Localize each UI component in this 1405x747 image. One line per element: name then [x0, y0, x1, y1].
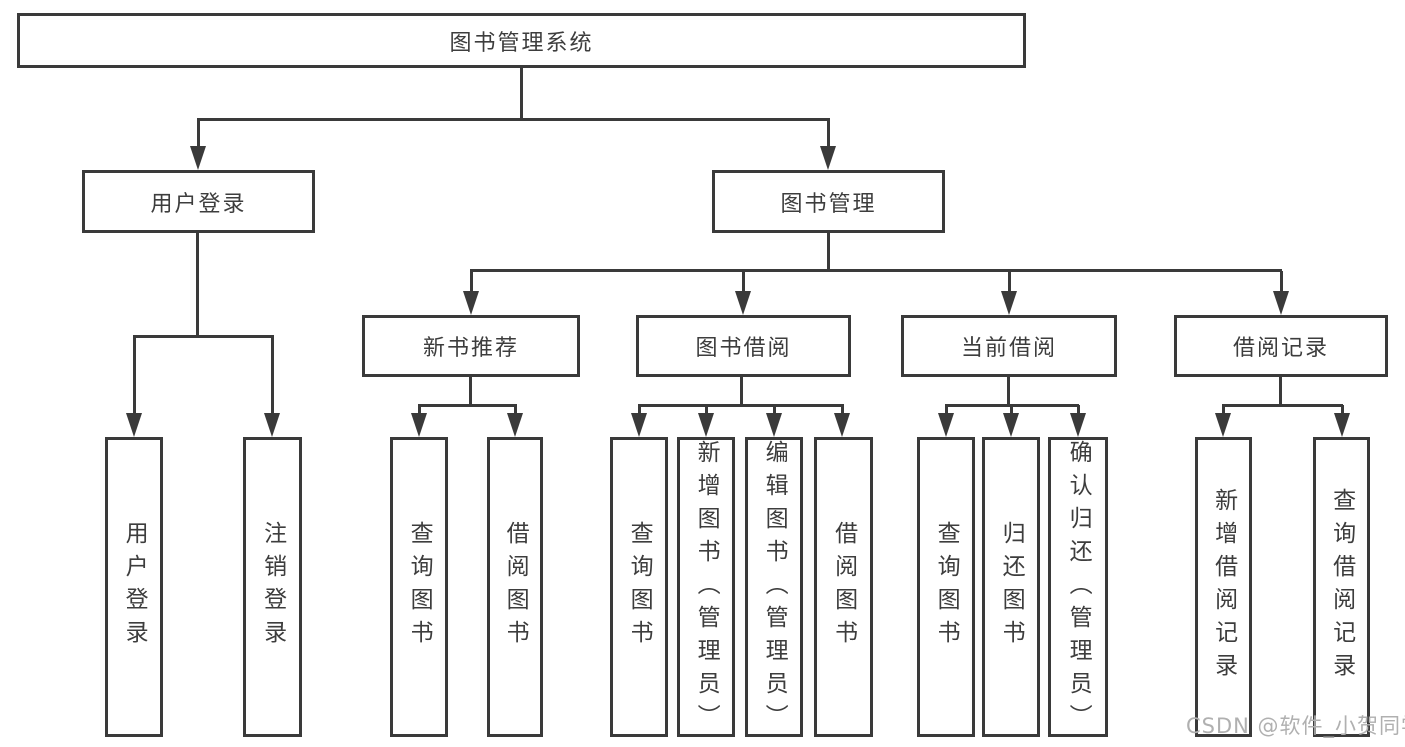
arrow-down-icon: [1334, 405, 1350, 437]
leaf-records-add-record: 新增借阅记录: [1195, 437, 1252, 737]
arrow-down-icon: [411, 405, 427, 437]
connector-hline: [418, 404, 517, 407]
connector-vline: [740, 377, 743, 406]
arrow-down-icon: [190, 120, 206, 170]
arrow-down-icon: [938, 405, 954, 437]
leaf-current-confirm-return-admin: 确认归还（管理员）: [1048, 437, 1108, 737]
node-user-login: 用户登录: [82, 170, 315, 233]
leaf-borrow-borrow-books: 借阅图书: [814, 437, 873, 737]
arrow-down-icon: [507, 405, 523, 437]
arrow-down-icon: [463, 271, 479, 315]
connector-hline: [1222, 404, 1343, 407]
connector-vline: [196, 233, 199, 337]
leaf-borrow-query-books: 查询图书: [610, 437, 668, 737]
connector-hline: [197, 118, 830, 121]
leaf-logout: 注销登录: [243, 437, 302, 737]
node-book-borrowing: 图书借阅: [636, 315, 851, 377]
arrow-down-icon: [1001, 271, 1017, 315]
arrow-down-icon: [735, 271, 751, 315]
connector-vline: [520, 68, 523, 121]
leaf-newbook-query-books: 查询图书: [390, 437, 448, 737]
leaf-borrow-edit-books-admin: 编辑图书（管理员）: [745, 437, 803, 737]
arrow-down-icon: [698, 405, 714, 437]
node-new-book-recommend: 新书推荐: [362, 315, 580, 377]
leaf-newbook-borrow-books: 借阅图书: [487, 437, 543, 737]
connector-hline: [638, 404, 844, 407]
arrow-down-icon: [631, 405, 647, 437]
arrow-down-icon: [820, 120, 836, 170]
connector-vline: [1007, 377, 1010, 406]
arrow-down-icon: [1273, 271, 1289, 315]
leaf-records-query-record: 查询借阅记录: [1313, 437, 1370, 737]
arrow-down-icon: [1070, 405, 1086, 437]
arrow-down-icon: [126, 336, 142, 437]
connector-hline: [133, 335, 274, 338]
node-root: 图书管理系统: [17, 13, 1026, 68]
arrow-down-icon: [1003, 405, 1019, 437]
node-book-management: 图书管理: [712, 170, 945, 233]
node-borrowing-records: 借阅记录: [1174, 315, 1388, 377]
arrow-down-icon: [834, 405, 850, 437]
leaf-current-return-books: 归还图书: [982, 437, 1040, 737]
arrow-down-icon: [1215, 405, 1231, 437]
connector-vline: [469, 377, 472, 406]
arrow-down-icon: [264, 336, 280, 437]
connector-vline: [827, 233, 830, 271]
watermark: CSDN @软件_小贺同学: [1186, 714, 1405, 738]
leaf-current-query-books: 查询图书: [917, 437, 975, 737]
connector-vline: [1279, 377, 1282, 406]
node-current-borrowing: 当前借阅: [901, 315, 1117, 377]
leaf-user-login: 用户登录: [105, 437, 163, 737]
leaf-borrow-add-books-admin: 新增图书（管理员）: [677, 437, 735, 737]
connector-hline: [470, 269, 1282, 272]
arrow-down-icon: [766, 405, 782, 437]
